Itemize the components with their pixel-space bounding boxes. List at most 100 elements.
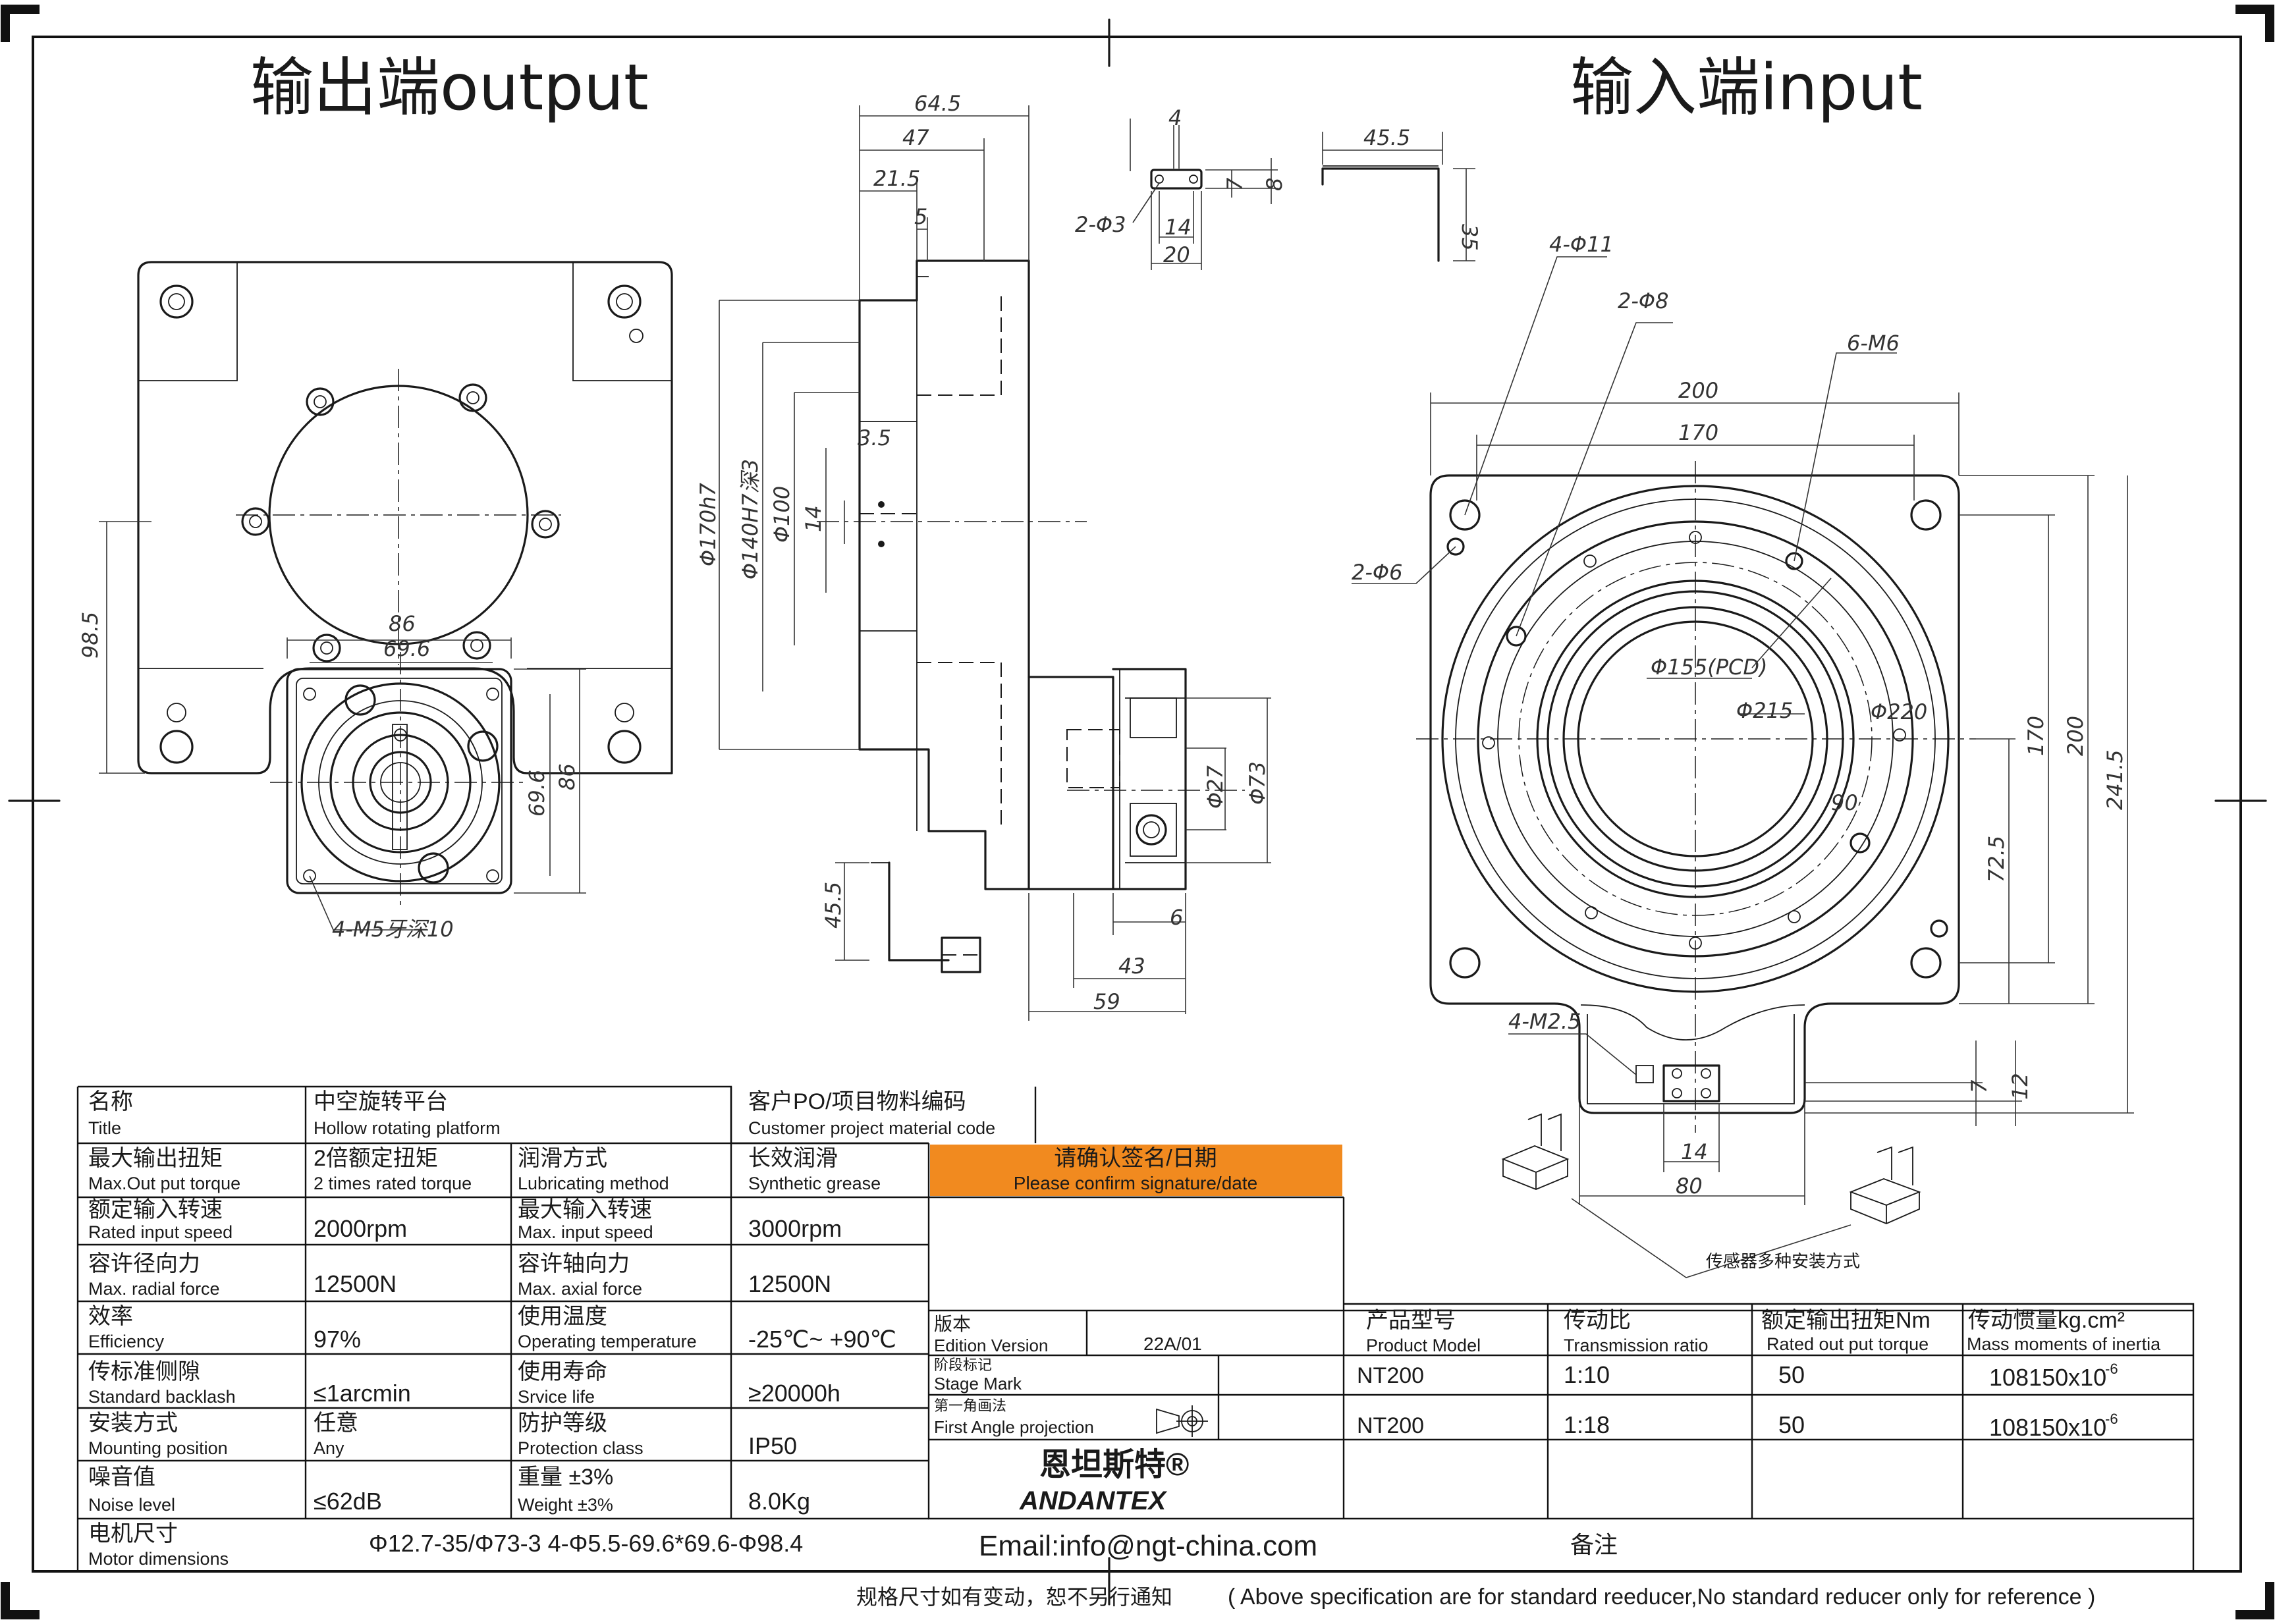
dim-side-43: 43: [1118, 954, 1145, 979]
svg-text:额定输入转速: 额定输入转速: [88, 1197, 223, 1222]
dim-in-155: Φ155(PCD): [1651, 655, 1768, 680]
center-marks: [8, 18, 2267, 1606]
svg-text:1:18: 1:18: [1564, 1411, 1610, 1438]
corner-marks: [1, 5, 2274, 1619]
spec-row-6: 安装方式 Mounting position 任意 Any 防护等级 Prote…: [88, 1411, 797, 1459]
dim-in-170: 170: [1678, 420, 1718, 445]
dim-out-69-6-v: 69.6: [524, 770, 549, 817]
model-row-2: NT200 1:18 50 108150x10 -6: [1357, 1411, 2118, 1441]
dim-in-170-v: 170: [2023, 716, 2048, 756]
spec-row-5: 传标准侧隙 Standard backlash ≤1arcmin 使用寿命 Sr…: [88, 1359, 840, 1407]
dim-in-72-5: 72.5: [1984, 836, 2009, 882]
dim-in-90: 90: [1831, 790, 1858, 815]
svg-text:长效润滑: 长效润滑: [748, 1146, 838, 1171]
svg-text:2000rpm: 2000rpm: [314, 1215, 407, 1242]
title-en: Hollow rotating platform: [314, 1118, 501, 1138]
dim-bracket-7: 7: [1222, 177, 1247, 191]
svg-text:传动比: 传动比: [1564, 1308, 1631, 1333]
svg-text:效率: 效率: [88, 1304, 133, 1329]
model-row-1: NT200 1:10 50 108150x10 -6: [1357, 1361, 2118, 1391]
title-cn: 中空旋转平台: [314, 1089, 448, 1114]
dim-angle-45-5: 45.5: [1363, 125, 1410, 150]
label-name-en: Title: [88, 1118, 121, 1138]
brand-cn: 恩坦斯特®: [1039, 1448, 1189, 1482]
edition-cn: 版本: [934, 1314, 971, 1334]
dim-out-86-v: 86: [555, 763, 580, 790]
footer-note-cn: 规格尺寸如有变动，恕不另行通知: [856, 1585, 1172, 1609]
svg-text:-6: -6: [2105, 1411, 2118, 1427]
dim-in-2-6: 2-Φ6: [1352, 560, 1402, 585]
footer-note-en: ( Above specification are for standard r…: [1228, 1584, 2095, 1610]
svg-text:Lubricating method: Lubricating method: [518, 1174, 669, 1193]
dim-side-140h7: Φ140H7深3: [738, 459, 763, 580]
svg-text:Synthetic grease: Synthetic grease: [748, 1174, 881, 1193]
svg-text:Transmission ratio: Transmission ratio: [1564, 1336, 1709, 1355]
dim-side-5: 5: [914, 204, 927, 229]
dim-in-200-v: 200: [2063, 716, 2088, 756]
brand-en: ANDANTEX: [1019, 1486, 1168, 1515]
angle-cn: 第一角画法: [934, 1397, 1006, 1414]
svg-text:Product Model: Product Model: [1366, 1336, 1481, 1355]
dim-in-6-m6: 6-M6: [1847, 331, 1900, 356]
svg-text:NT200: NT200: [1357, 1363, 1424, 1388]
title-block: 名称 Title 中空旋转平台 Hollow rotating platform…: [76, 1085, 2195, 1571]
svg-text:润滑方式: 润滑方式: [518, 1146, 607, 1171]
svg-text:Any: Any: [314, 1438, 344, 1458]
svg-text:-25℃~ +90℃: -25℃~ +90℃: [748, 1326, 896, 1353]
svg-text:使用寿命: 使用寿命: [518, 1359, 607, 1384]
svg-text:防护等级: 防护等级: [518, 1411, 607, 1436]
dim-in-4-11: 4-Φ11: [1549, 232, 1614, 257]
input-view-title: 输入端input: [1570, 51, 1923, 124]
dim-in-241-5: 241.5: [2102, 749, 2127, 810]
motor-dimensions-en: Motor dimensions: [88, 1549, 229, 1569]
svg-text:Rated input speed: Rated input speed: [88, 1222, 233, 1242]
dim-side-59: 59: [1093, 989, 1120, 1014]
svg-text:Protection class: Protection class: [518, 1438, 644, 1458]
svg-text:重量 ±3%: 重量 ±3%: [518, 1465, 613, 1490]
dim-in-14: 14: [1681, 1139, 1708, 1164]
dim-in-220: Φ220: [1871, 699, 1927, 724]
spec-row-2: 额定输入转速 Rated input speed 2000rpm 最大输入转速 …: [88, 1197, 842, 1242]
svg-text:Max. axial force: Max. axial force: [518, 1279, 642, 1299]
svg-text:Max. input speed: Max. input speed: [518, 1222, 653, 1242]
svg-text:安装方式: 安装方式: [88, 1411, 178, 1436]
svg-text:Rated out put torque: Rated out put torque: [1767, 1334, 1929, 1354]
output-view: 86 69.6 98.5 69.6 86 4-M5牙深10: [78, 261, 673, 942]
first-angle-projection-icon: [1156, 1405, 1208, 1437]
customer-en: Customer project material code: [748, 1118, 995, 1138]
angle-en: First Angle projection: [934, 1417, 1094, 1437]
stage-cn: 阶段标记: [934, 1357, 992, 1373]
bracket-detail: 4 7 8 2-Φ3 14 20: [1075, 105, 1287, 270]
dim-in-m2-5: 4-M2.5: [1508, 1009, 1581, 1034]
svg-text:2 times rated torque: 2 times rated torque: [314, 1174, 472, 1193]
confirm-banner: [930, 1145, 1342, 1196]
dim-out-98-5: 98.5: [78, 612, 103, 659]
side-view: 64.5 47 21.5 5 Φ170h7 Φ140H7深3 Φ100 14 3…: [696, 91, 1271, 1021]
svg-text:Operating temperature: Operating temperature: [518, 1332, 697, 1351]
svg-text:Mass moments of inertia: Mass moments of inertia: [1967, 1334, 2161, 1354]
motor-dimensions-cn: 电机尺寸: [88, 1521, 178, 1546]
svg-text:Max.Out put torque: Max.Out put torque: [88, 1174, 240, 1193]
svg-text:传动惯量kg.cm²: 传动惯量kg.cm²: [1968, 1308, 2125, 1333]
svg-text:Weight ±3%: Weight ±3%: [518, 1495, 613, 1515]
dim-bracket-8: 8: [1262, 178, 1287, 191]
dim-side-6: 6: [1170, 905, 1183, 930]
dim-out-86: 86: [389, 611, 416, 636]
svg-text:Noise level: Noise level: [88, 1495, 175, 1515]
svg-text:≥20000h: ≥20000h: [748, 1380, 840, 1407]
sensor-install-note: 传感器多种安装方式: [1706, 1251, 1860, 1271]
spec-row-7: 噪音值 Noise level ≤62dB 重量 ±3% Weight ±3% …: [88, 1465, 810, 1515]
svg-text:97%: 97%: [314, 1326, 361, 1353]
svg-text:108150x10: 108150x10: [1989, 1414, 2106, 1441]
svg-text:最大输入转速: 最大输入转速: [518, 1197, 652, 1222]
svg-text:Max. radial force: Max. radial force: [88, 1279, 220, 1299]
customer-cn: 客户PO/项目物料编码: [748, 1089, 966, 1114]
dim-bracket-4: 4: [1168, 105, 1182, 130]
dim-side-100: Φ100: [769, 486, 794, 543]
dim-bracket-20: 20: [1163, 242, 1190, 267]
svg-text:1:10: 1:10: [1564, 1361, 1610, 1388]
remark-cn: 备注: [1570, 1531, 1618, 1558]
svg-text:传标准侧隙: 传标准侧隙: [88, 1359, 200, 1384]
svg-text:12500N: 12500N: [314, 1270, 397, 1297]
svg-text:容许轴向力: 容许轴向力: [518, 1251, 630, 1276]
